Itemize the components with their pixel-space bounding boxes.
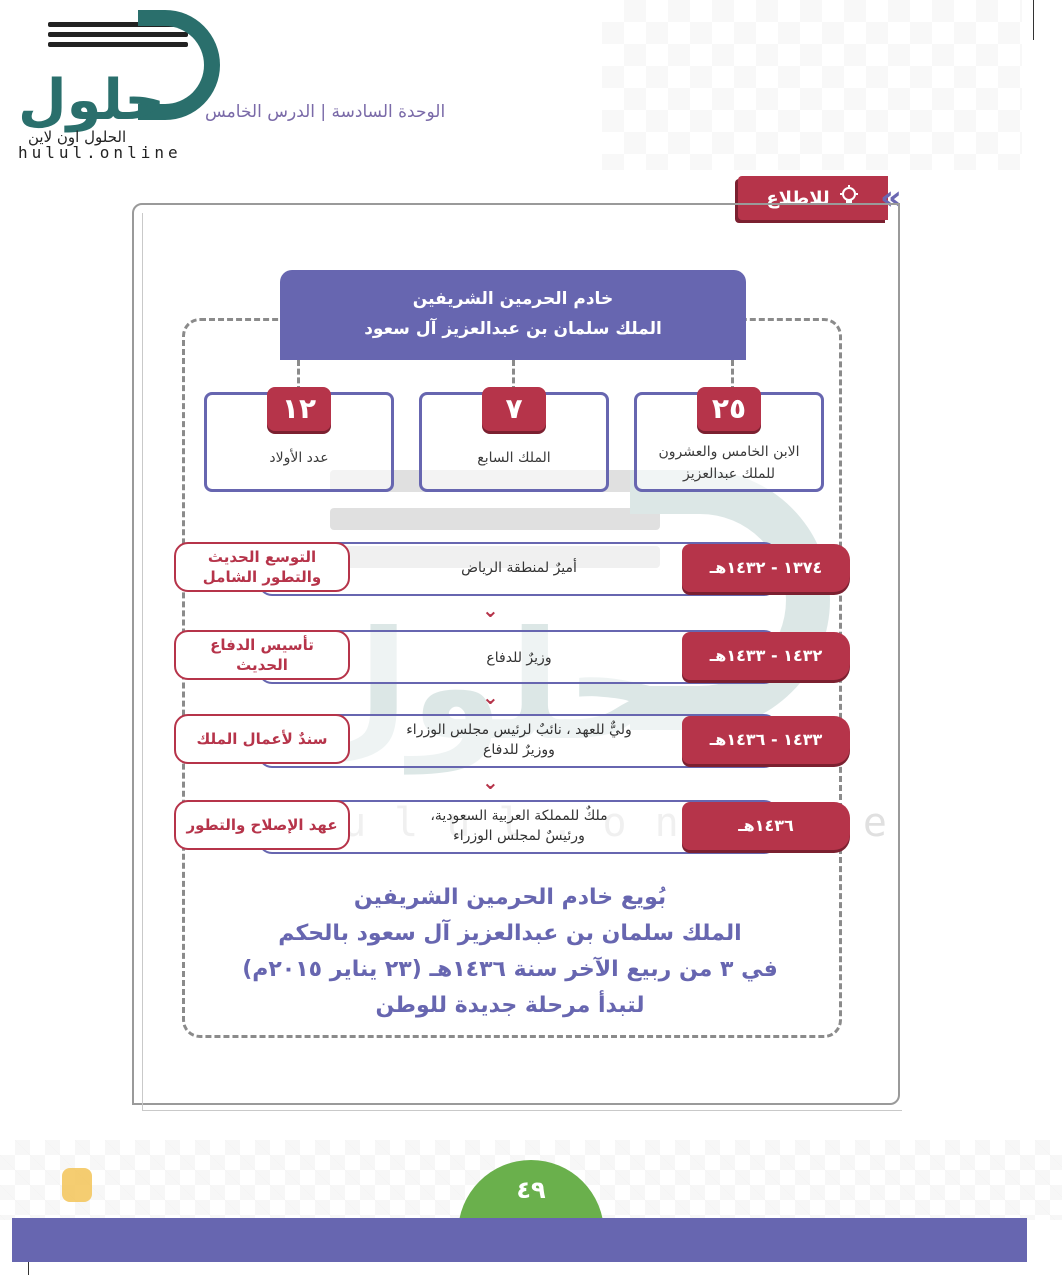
timeline-tag-line1: التوسع الحديث [203,547,321,567]
site-logo: حلول الحلول اون لاين hulul.online [18,10,218,160]
timeline-desc-line2: ورئيسٌ لمجلس الوزراء [354,826,684,846]
timeline-desc-line1: وليٌّ للعهد ، نائبٌ لرئيس مجلس الوزراء [354,720,684,740]
king-title-box: خادم الحرمين الشريفين الملك سلمان بن عبد… [280,270,746,360]
timeline-date: ١٣٧٤ - ١٤٣٢هـ [682,544,850,592]
logo-url: hulul.online [18,143,182,162]
timeline-tag: سندٌ لأعمال الملك [174,714,350,764]
stat-number: ٢٥ [697,387,761,431]
chevron-down-icon: ⌄ [482,598,499,622]
timeline-description: وزيرٌ للدفاع [354,648,684,668]
stat-label: الملك السابع [422,447,606,469]
timeline-tag: التوسع الحديث والتطور الشامل [174,542,350,592]
stat-number: ١٢ [267,387,331,431]
timeline-desc-line2: ووزيرٌ للدفاع [354,740,684,760]
timeline-description: وليٌّ للعهد ، نائبٌ لرئيس مجلس الوزراء و… [354,720,684,760]
stat-label-line1: الابن الخامس والعشرون [637,441,821,463]
page-number: ٤٩ [458,1176,604,1204]
timeline-desc-line1: ملكٌ للمملكة العربية السعودية، [354,806,684,826]
footer-logo-icon [62,1168,92,1202]
logo-wordmark: حلول [18,68,165,133]
stat-label-line2: للملك عبدالعزيز [637,463,821,485]
pledge-text: بُويع خادم الحرمين الشريفين الملك سلمان … [200,880,820,1024]
timeline-row: ملكٌ للمملكة العربية السعودية، ورئيسٌ لم… [174,800,850,856]
king-title-line1: خادم الحرمين الشريفين [280,284,746,314]
timeline-tag-line1: عهد الإصلاح والتطور [186,815,337,835]
unit-lesson-header: الوحدة السادسة | الدرس الخامس [205,102,445,122]
timeline-desc-line1: أميرٌ لمنطقة الرياض [354,558,684,578]
top-decorative-pattern [602,0,1022,170]
timeline-row: أميرٌ لمنطقة الرياض ١٣٧٤ - ١٤٣٢هـ التوسع… [174,542,850,598]
stat-number: ٧ [482,387,546,431]
stat-label: الابن الخامس والعشرون للملك عبدالعزيز [637,441,821,485]
timeline-description: ملكٌ للمملكة العربية السعودية، ورئيسٌ لم… [354,806,684,846]
stat-label: عدد الأولاد [207,447,391,469]
chevron-down-icon: ⌄ [482,685,499,709]
timeline-row: وزيرٌ للدفاع ١٤٣٢ - ١٤٣٣هـ تأسيس الدفاع … [174,630,850,686]
pledge-line1: بُويع خادم الحرمين الشريفين [200,880,820,916]
pledge-line4: لتبدأ مرحلة جديدة للوطن [200,988,820,1024]
timeline-description: أميرٌ لمنطقة الرياض [354,558,684,578]
timeline-date: ١٤٣٦هـ [682,802,850,850]
timeline-tag: تأسيس الدفاع الحديث [174,630,350,680]
timeline-tag-line2: والتطور الشامل [203,567,321,587]
timeline-tag: عهد الإصلاح والتطور [174,800,350,850]
timeline-date: ١٤٣٢ - ١٤٣٣هـ [682,632,850,680]
chevron-down-icon: ⌄ [482,770,499,794]
stat-children: ١٢ عدد الأولاد [204,392,394,492]
king-title-line2: الملك سلمان بن عبدالعزيز آل سعود [280,314,746,344]
stat-25th-son: ٢٥ الابن الخامس والعشرون للملك عبدالعزيز [634,392,824,492]
timeline-date: ١٤٣٣ - ١٤٣٦هـ [682,716,850,764]
pledge-line2: الملك سلمان بن عبدالعزيز آل سعود بالحكم [200,916,820,952]
stat-seventh-king: ٧ الملك السابع [419,392,609,492]
timeline-tag-line1: سندٌ لأعمال الملك [196,729,327,749]
timeline-tag-line2: الحديث [210,655,314,675]
crop-mark [1033,0,1034,40]
timeline-tag-line1: تأسيس الدفاع [210,635,314,655]
footer-bar [12,1218,1027,1262]
timeline-row: وليٌّ للعهد ، نائبٌ لرئيس مجلس الوزراء و… [174,714,850,770]
timeline-desc-line1: وزيرٌ للدفاع [354,648,684,668]
pledge-line3: في ٣ من ربيع الآخر سنة ١٤٣٦هـ (٢٣ يناير … [200,952,820,988]
